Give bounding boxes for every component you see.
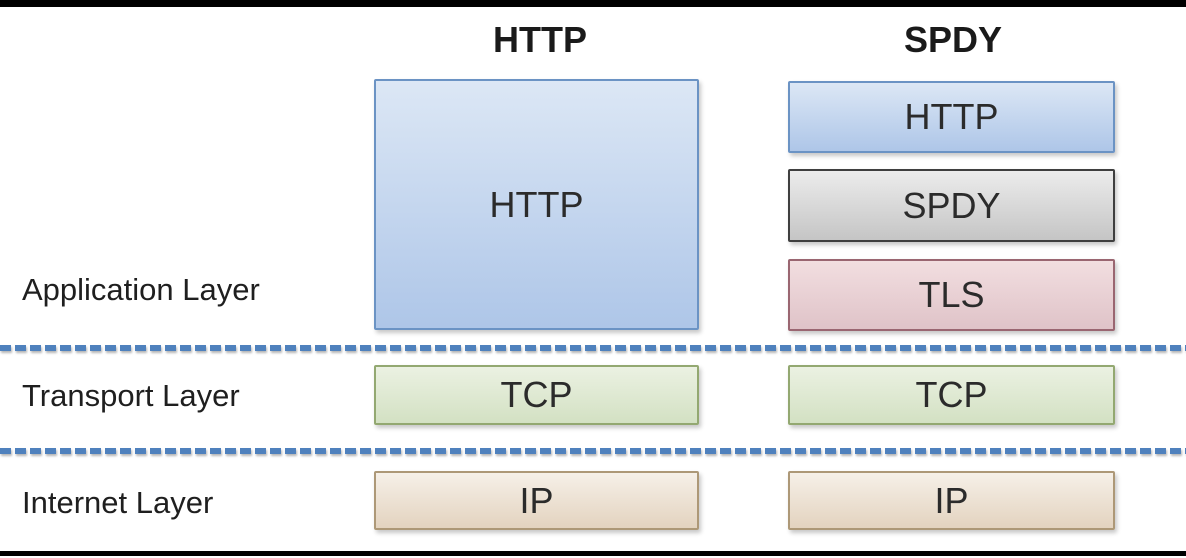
spdy-stack-http-box: HTTP bbox=[788, 81, 1115, 153]
internet-layer-label: Internet Layer bbox=[22, 485, 214, 520]
spdy-stack-tcp-box: TCP bbox=[788, 365, 1115, 425]
http-stack-ip-box: IP bbox=[374, 471, 699, 530]
http-stack-tcp-box: TCP bbox=[374, 365, 699, 425]
spdy-stack-ip-box-label: IP bbox=[934, 479, 969, 521]
spdy-stack-spdy-box: SPDY bbox=[788, 169, 1115, 242]
spdy-stack-http-box-label: HTTP bbox=[904, 96, 999, 137]
transport-layer-label: Transport Layer bbox=[22, 378, 240, 413]
http-stack-ip-box-label: IP bbox=[519, 479, 554, 521]
http-stack-http-box-label: HTTP bbox=[489, 183, 584, 225]
http-stack-http-box: HTTP bbox=[374, 79, 699, 330]
application-layer-label: Application Layer bbox=[22, 272, 260, 307]
http-stack-tcp-box-label: TCP bbox=[500, 374, 573, 415]
top-frame-bar bbox=[0, 0, 1186, 7]
spdy-stack-spdy-box-label: SPDY bbox=[902, 184, 1001, 226]
spdy-stack-tcp-box-label: TCP bbox=[915, 374, 988, 415]
spdy-column-header: SPDY bbox=[903, 19, 1003, 60]
spdy-stack-tls-box-label: TLS bbox=[918, 274, 985, 315]
spdy-stack-tls-box: TLS bbox=[788, 259, 1115, 331]
application-transport-separator bbox=[0, 345, 1186, 351]
http-column-header: HTTP bbox=[493, 19, 587, 60]
spdy-stack-ip-box: IP bbox=[788, 471, 1115, 530]
transport-internet-separator bbox=[0, 448, 1186, 454]
bottom-frame-bar bbox=[0, 551, 1186, 556]
